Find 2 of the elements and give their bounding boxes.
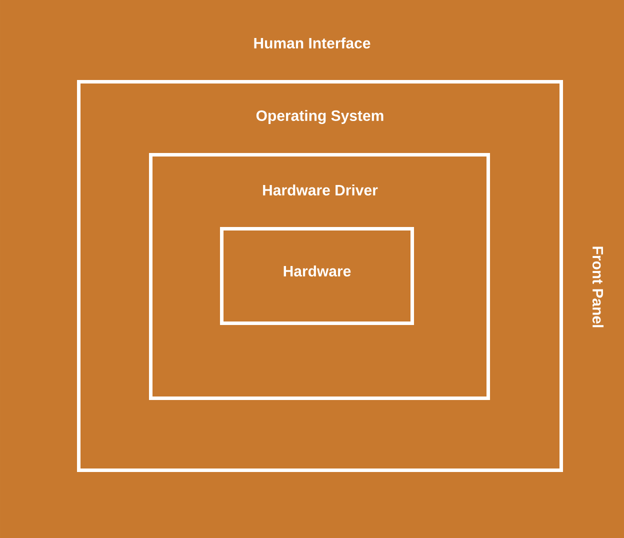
side-label: Front Panel: [592, 246, 604, 328]
layer-box: Hardware: [220, 227, 414, 325]
